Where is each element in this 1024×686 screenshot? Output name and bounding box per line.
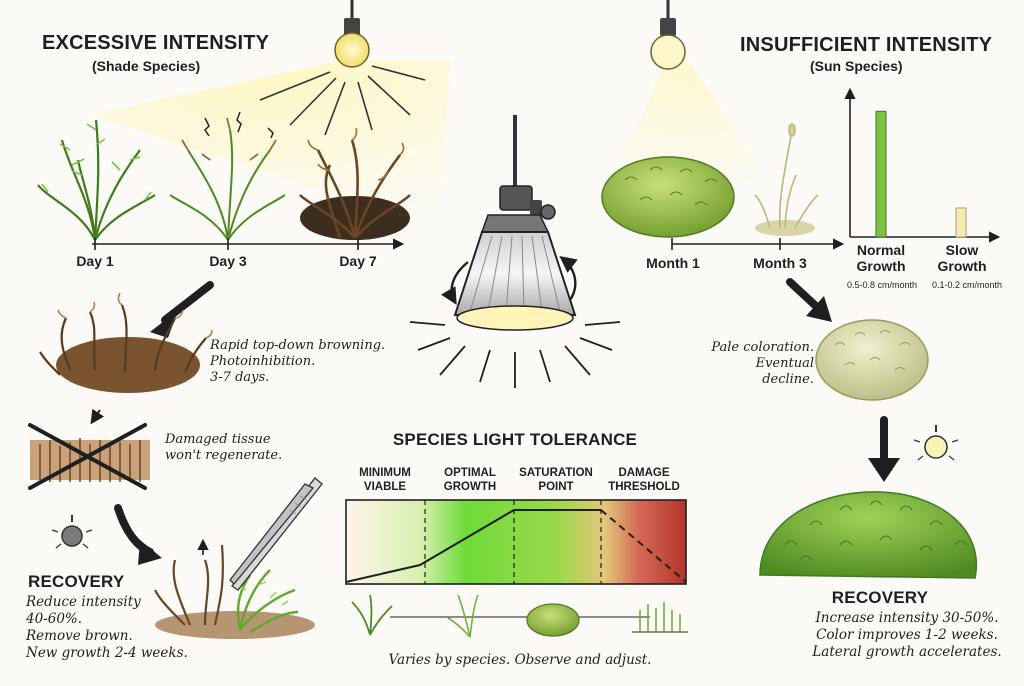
recovery-plant-left (154, 538, 315, 639)
browning-clump (39, 292, 213, 393)
arrow-to-recovery-head (138, 540, 162, 565)
timeline-day-1: Day 1 (76, 253, 114, 269)
bright-bulb-icon (913, 425, 959, 461)
pale-moss (815, 319, 929, 401)
bar-label-normal: Normal Growth (856, 242, 906, 274)
pale-note: Pale coloration. Eventual decline. (711, 340, 814, 387)
plant-day-1 (37, 119, 156, 241)
timeline-day-7: Day 7 (339, 253, 377, 269)
bar-label-slow: Slow Growth (937, 242, 987, 274)
species-cushion (526, 603, 580, 637)
central-clamp-lamp (409, 115, 621, 388)
excessive-title: EXCESSIVE INTENSITY (42, 32, 270, 54)
growth-chart (844, 87, 1001, 243)
recovery-title-right: RECOVERY (831, 588, 929, 607)
rate-label-normal: 0.5-0.8 cm/month (846, 280, 918, 290)
timeline-month-3: Month 3 (753, 255, 807, 271)
timeline-day-3: Day 3 (209, 253, 247, 269)
recovery-lines-left: Reduce intensity 40-60%. Remove brown. N… (26, 594, 188, 661)
arrow-to-browning (161, 281, 214, 324)
tweezers-icon (229, 477, 323, 591)
etiolated-month-3 (754, 123, 819, 236)
dim-bulb-icon (51, 515, 93, 549)
insufficient-title: INSUFFICIENT INTENSITY (740, 34, 993, 56)
arrow-to-browning-head (150, 310, 178, 338)
moss-month-1 (601, 156, 735, 238)
browning-note: Rapid top-down browning. Photoinhibition… (210, 338, 386, 385)
shade-lamp (90, 0, 450, 230)
species-tuft (632, 602, 688, 633)
timeline-month-1: Month 1 (646, 255, 700, 271)
arrow-to-recovery-right-head (868, 458, 900, 482)
recovery-title-left: RECOVERY (28, 572, 125, 591)
arrow-to-pale-moss (786, 278, 822, 312)
left-timeline (92, 238, 405, 250)
arrow-to-pale-moss-head (806, 296, 832, 322)
insufficient-subtitle: (Sun Species) (810, 58, 903, 74)
damaged-tissue-clump (28, 408, 150, 490)
species-fern (351, 594, 393, 636)
recovery-lines-right: Increase intensity 30-50%. Color improve… (812, 610, 1002, 660)
damage-note: Damaged tissue won't regenerate. (165, 432, 283, 463)
tolerance-footer: Varies by species. Observe and adjust. (388, 652, 652, 668)
plant-day-3 (169, 111, 286, 241)
plant-day-7 (299, 127, 411, 240)
species-sprout (447, 594, 479, 638)
right-timeline (671, 238, 845, 250)
recovered-moss (759, 491, 978, 579)
excessive-subtitle: (Shade Species) (92, 58, 201, 74)
rate-label-slow: 0.1-0.2 cm/month (931, 280, 1003, 290)
tolerance-title: SPECIES LIGHT TOLERANCE (392, 430, 638, 449)
bar-normal-growth (875, 110, 887, 238)
tolerance-species-row (351, 594, 688, 638)
bar-slow-growth (955, 207, 967, 238)
tolerance-chart (345, 499, 687, 585)
